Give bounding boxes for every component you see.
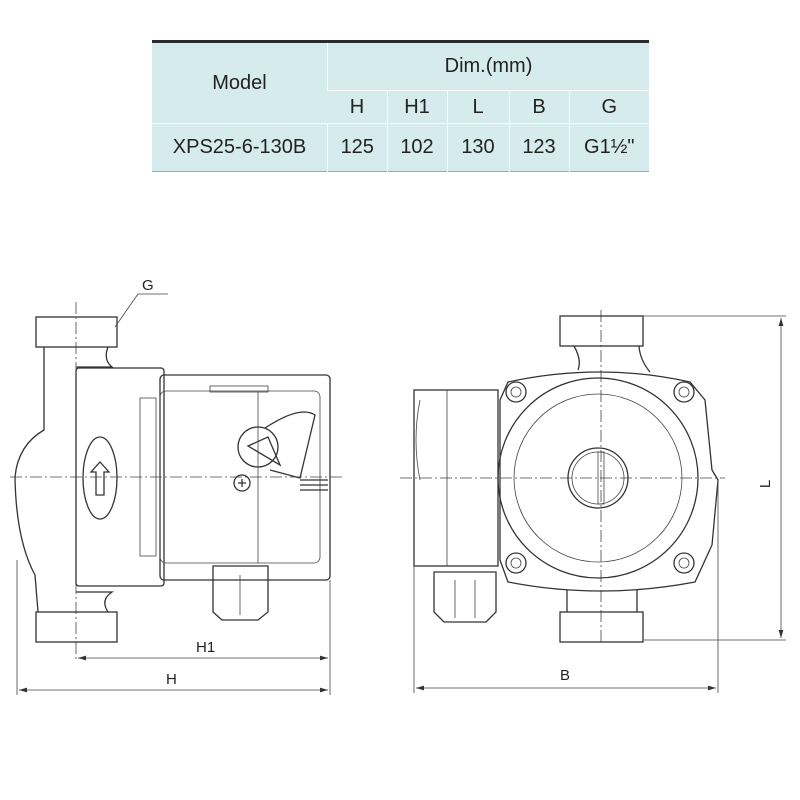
dim-header: Dim.(mm) — [327, 41, 649, 91]
col-header-h: H — [327, 90, 387, 124]
label-g: G — [142, 277, 154, 294]
cable-connector — [212, 565, 269, 621]
dimension-table: Model Dim.(mm) H H1 L B G XPS25-6-130B 1… — [152, 40, 649, 172]
pump-volute — [14, 346, 115, 613]
motor-circle-inner — [513, 393, 683, 563]
motor-cover — [159, 390, 321, 564]
table-row: XPS25-6-130B 125 102 130 123 G1½" — [152, 123, 649, 172]
value-cell-h1: 102 — [386, 123, 447, 172]
housing-rib — [139, 397, 157, 557]
front-top-flange — [559, 315, 644, 347]
label-h: H — [166, 671, 177, 688]
value-cell-b: 123 — [508, 123, 569, 172]
side-view: G H1 H — [10, 277, 345, 695]
motor-body — [159, 374, 331, 581]
pump-housing — [75, 367, 165, 587]
g-leader-line — [114, 293, 168, 328]
top-vent — [209, 385, 269, 393]
front-view: L B — [400, 310, 786, 693]
pump-casing — [499, 371, 719, 592]
label-l: L — [757, 480, 774, 488]
col-header-h1: H1 — [386, 90, 447, 124]
model-cell: XPS25-6-130B — [152, 123, 328, 172]
col-header-b: B — [508, 90, 569, 124]
front-cable-connector — [433, 571, 497, 623]
value-cell-g: G1½" — [568, 123, 649, 172]
label-b: B — [560, 667, 570, 684]
col-header-l: L — [446, 90, 509, 124]
flow-direction-plate — [82, 436, 118, 520]
center-plug — [567, 447, 629, 509]
front-bottom-flange — [559, 611, 644, 643]
col-header-g: G — [568, 90, 649, 124]
value-cell-l: 130 — [446, 123, 509, 172]
speed-knob — [237, 426, 279, 468]
terminal-box — [413, 389, 499, 567]
bolt-icons — [505, 381, 695, 574]
screw-icon — [233, 474, 251, 492]
value-cell-h: 125 — [327, 123, 387, 172]
flow-arrow-icon — [89, 461, 111, 496]
bottom-flange — [35, 611, 118, 643]
knob-pointer-icon — [246, 411, 316, 479]
model-header: Model — [212, 71, 267, 94]
top-flange — [35, 316, 118, 348]
label-h1: H1 — [196, 639, 215, 656]
